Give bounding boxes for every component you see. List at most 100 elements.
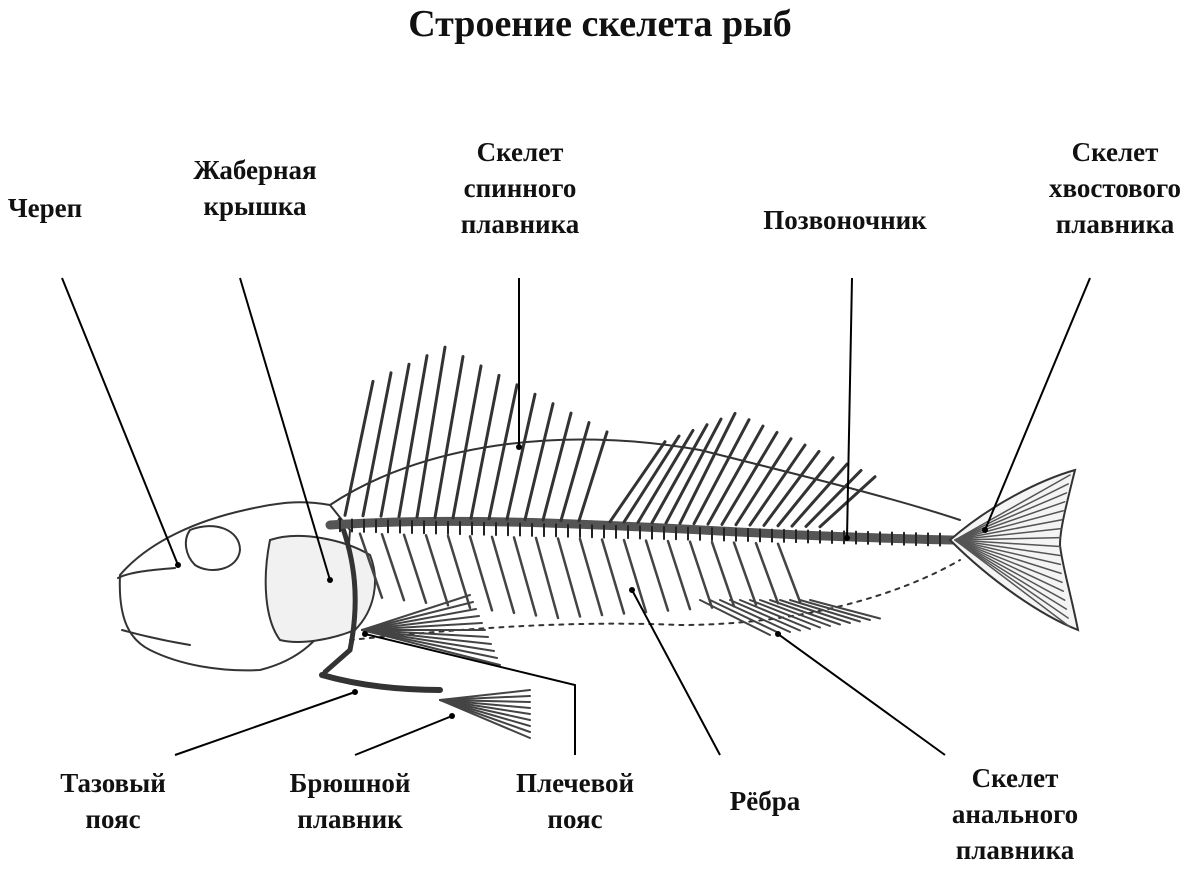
dorsal-soft-ray xyxy=(678,411,737,525)
belly-outline xyxy=(349,559,961,641)
pectoral-ray xyxy=(361,622,483,631)
rib xyxy=(402,533,428,605)
dorsal-soft-ray xyxy=(790,462,849,528)
dorsal-spine xyxy=(577,430,609,523)
point-caudal-fin xyxy=(982,527,988,533)
anal-fin-rays xyxy=(699,599,881,636)
jaw-lower xyxy=(121,629,191,646)
dorsal-soft-ray xyxy=(748,443,807,527)
pectoral-ray xyxy=(361,601,474,631)
diagram-title: Строение скелета рыб xyxy=(408,3,792,45)
shoulder-girdle-bone xyxy=(322,517,358,675)
dorsal-spine xyxy=(487,383,519,521)
caudal-ray xyxy=(954,539,1062,575)
caudal-ray xyxy=(954,483,1069,541)
rib xyxy=(512,536,538,617)
rib xyxy=(424,534,450,607)
orbit xyxy=(184,525,242,571)
caudal-ray xyxy=(954,539,1063,584)
point-skull xyxy=(175,562,181,568)
rib xyxy=(600,538,626,615)
dorsal-soft-ray xyxy=(664,417,723,525)
rib-bones xyxy=(358,532,802,620)
leader-skull xyxy=(61,277,179,566)
dorsal-spine xyxy=(451,364,483,520)
label-spine: Позвоночник xyxy=(763,205,927,235)
anal-ray xyxy=(799,599,871,621)
dorsal-spine xyxy=(397,354,429,519)
gill-cover xyxy=(264,534,376,643)
anal-ray xyxy=(789,599,861,623)
anal-ray xyxy=(739,599,811,630)
anal-ray xyxy=(709,599,781,635)
caudal-ray xyxy=(954,510,1065,541)
dorsal-spine xyxy=(379,362,411,518)
point-gill-cover xyxy=(327,577,333,583)
dorsal-spine xyxy=(361,371,393,518)
vertebrae-marks xyxy=(339,518,941,547)
pectoral-ray xyxy=(361,594,471,631)
dorsal-spine xyxy=(343,379,375,517)
rib xyxy=(732,541,758,606)
dorsal-spine xyxy=(559,421,591,523)
dorsal-soft-ray xyxy=(622,434,681,524)
caudal-ray xyxy=(954,539,1068,610)
pectoral-ray xyxy=(361,629,501,666)
leader-anal-fin xyxy=(777,633,946,756)
anal-ray xyxy=(699,599,771,636)
dorsal-soft-ray xyxy=(734,437,793,527)
label-anal-fin-skeleton: Скелет анального плавника xyxy=(951,763,1079,865)
dorsal-soft-ray xyxy=(706,424,765,526)
caudal-ray xyxy=(954,527,1062,541)
pectoral-ray xyxy=(361,629,498,659)
rib xyxy=(622,538,648,614)
anal-ray xyxy=(779,599,851,624)
rib xyxy=(754,541,780,605)
dorsal-soft-ray xyxy=(692,418,751,526)
dorsal-spine xyxy=(523,402,555,522)
anal-ray xyxy=(809,599,881,620)
point-anal-fin xyxy=(775,631,781,637)
leader-ventral-fin xyxy=(354,715,453,756)
caudal-ray xyxy=(954,539,1069,619)
leader-shoulder-girdle xyxy=(364,633,576,755)
jaw-upper xyxy=(117,567,176,579)
point-ribs xyxy=(629,587,635,593)
leader-gill-cover xyxy=(239,277,331,581)
label-gill-cover: Жаберная крышка xyxy=(193,155,317,221)
anal-ray xyxy=(719,599,791,633)
rib xyxy=(490,535,516,615)
label-ribs: Рёбра xyxy=(729,786,801,816)
point-spine xyxy=(844,535,850,541)
label-caudal-fin-skeleton: Скелет хвостового плавника xyxy=(1048,137,1182,239)
label-ventral-fin: Брюшной плавник xyxy=(289,768,411,834)
caudal-fin-rays xyxy=(954,474,1071,628)
anal-ray xyxy=(729,599,801,632)
dorsal-soft-ray xyxy=(804,468,863,528)
rib xyxy=(468,535,494,612)
rib xyxy=(358,532,384,599)
leader-pelvic-girdle xyxy=(174,691,356,756)
dorsal-soft-ray xyxy=(608,440,667,524)
dorsal-spine xyxy=(415,345,447,519)
caudal-ray xyxy=(954,492,1068,541)
point-shoulder-girdle xyxy=(362,631,368,637)
anal-ray xyxy=(769,599,841,626)
dorsal-soft-ray xyxy=(650,423,709,525)
rib xyxy=(666,539,692,611)
dorsal-soft-ray xyxy=(762,449,821,527)
point-ventral-fin xyxy=(449,713,455,719)
dorsal-soft-ray xyxy=(776,456,835,528)
pectoral-ray xyxy=(361,615,480,631)
dorsal-spine xyxy=(505,392,537,521)
rib xyxy=(578,537,604,617)
label-shoulder-girdle: Плечевой пояс xyxy=(515,768,635,834)
dorsal-soft-ray xyxy=(720,430,779,526)
dorsal-fin-rays xyxy=(343,345,877,529)
ventral-ray xyxy=(439,699,531,739)
caudal-ray xyxy=(954,539,1065,592)
caudal-ray xyxy=(954,539,1061,548)
caudal-ray xyxy=(954,501,1066,541)
anal-ray xyxy=(749,599,821,629)
